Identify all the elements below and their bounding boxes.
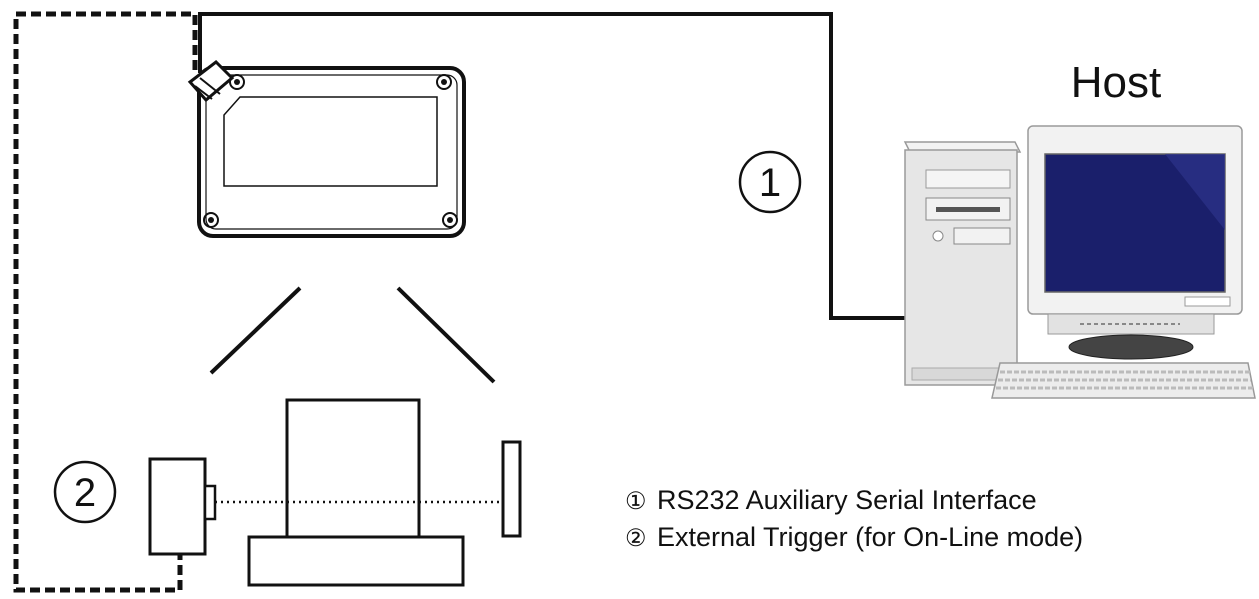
scanner-screw-icon [203,212,219,228]
host-title: Host [1071,58,1161,107]
serial-cable-line [198,12,905,320]
legend: ① RS232 Auxiliary Serial Interface ② Ext… [625,485,1083,552]
legend-item-trigger: ② External Trigger (for On-Line mode) [625,522,1083,552]
reading-field-left-line [209,286,302,375]
callout-2: 2 [53,460,117,524]
scanner-screw-icon [229,74,245,90]
reflector [501,440,522,538]
reading-field-right-line [396,286,496,384]
pc-keyboard [991,362,1256,399]
scanner-connector-icon [187,60,235,103]
scanner-screw-icon [436,74,452,90]
callout-1: 1 [738,150,802,214]
svg-text:2: 2 [74,471,96,515]
monitor-stand [1068,334,1194,360]
photocell-sensor [148,457,217,556]
svg-text:②: ② [625,525,647,552]
svg-text:External Trigger (for On-Line: External Trigger (for On-Line mode) [657,522,1083,552]
scanner-window [223,96,438,187]
scanner-device [187,60,466,238]
scanned-object [285,398,421,539]
pc-monitor [1027,125,1243,360]
legend-item-serial: ① RS232 Auxiliary Serial Interface [625,485,1037,515]
pc-tower [903,141,1022,386]
host-computer-icon [903,125,1256,399]
trigger-cable-dashed-line [13,11,198,593]
conveyor-base [247,535,465,587]
svg-text:1: 1 [759,161,781,205]
scanner-screw-icon [442,212,458,228]
svg-text:①: ① [625,488,647,515]
svg-text:RS232 Auxiliary Serial Interfa: RS232 Auxiliary Serial Interface [657,485,1037,515]
